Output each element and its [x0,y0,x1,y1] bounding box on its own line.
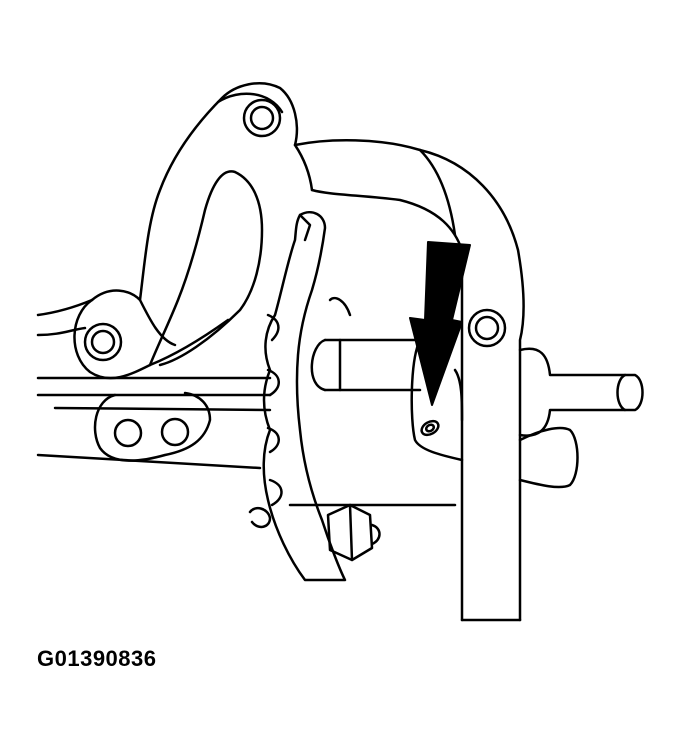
bolt-holes [83,98,507,448]
pointer-arrow-icon [409,241,471,406]
nut [248,503,381,562]
camshaft [310,296,422,392]
oil-sleeve [410,338,464,462]
sprocket [262,211,347,582]
figure-caption: G01390836 [37,646,157,671]
right-shaft [518,347,644,489]
housing-bracket [73,82,525,622]
